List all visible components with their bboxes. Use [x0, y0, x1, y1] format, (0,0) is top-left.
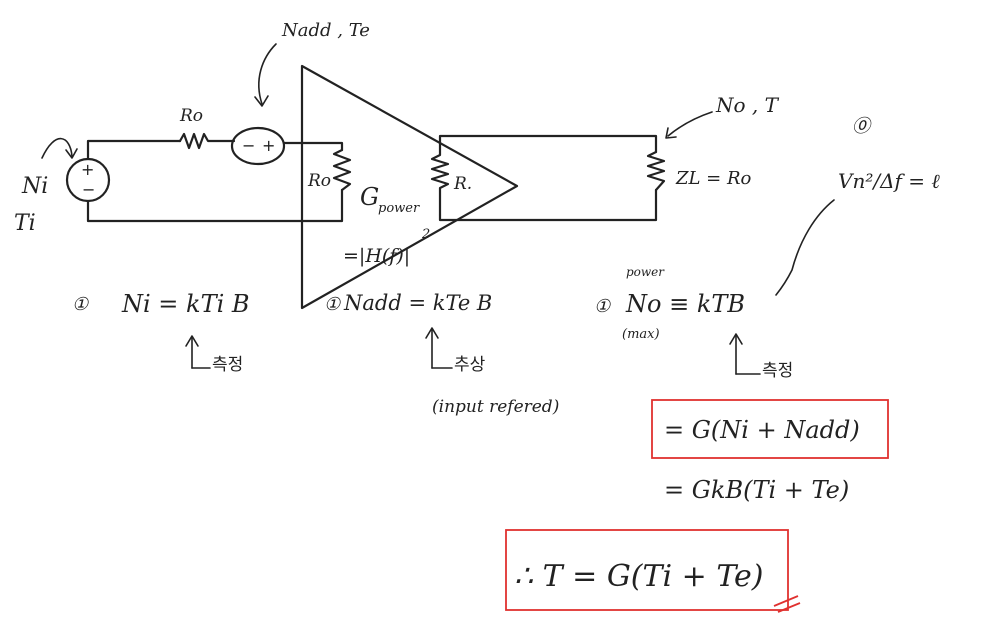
noise-source-label: Nadd , Te	[281, 20, 370, 41]
series-resistor-label: Ro	[179, 106, 203, 126]
amp-input-resistor-label: Ro	[307, 171, 331, 191]
boxed-equation-1-frame	[651, 399, 889, 459]
eq-output-max-note: (max)	[622, 327, 660, 342]
source-minus: −	[82, 180, 95, 199]
output-wire-top	[438, 134, 658, 154]
side-note-marker: ⓪	[852, 116, 873, 137]
wire-to-input-r	[282, 141, 344, 152]
amp-input-resistor	[332, 148, 352, 192]
amp-output-resistor-label: R.	[453, 174, 472, 194]
final-equation-frame	[505, 529, 789, 611]
source-pointer-arrow	[41, 137, 73, 159]
eq-input-marker: ①	[72, 294, 89, 315]
amp-gain-subscript: power	[378, 201, 420, 216]
eq-output-marker: ①	[594, 296, 611, 317]
noise-source: − +	[230, 126, 286, 166]
abstract-label: 추상	[454, 355, 486, 375]
load-label: ZL = Ro	[675, 168, 752, 189]
output-noise-label: No , T	[715, 93, 780, 117]
final-equation-underline	[773, 595, 801, 613]
eq-output-text: No ≡ kTB	[625, 290, 745, 318]
amp-gain-exponent: 2	[421, 227, 430, 242]
amp-output-resistor	[430, 138, 450, 217]
side-note-connector	[775, 199, 835, 296]
noise-source-minus: −	[242, 136, 255, 155]
boxed-equation-1: = G(Ni + Nadd)	[664, 416, 860, 444]
noise-pointer-arrow	[258, 43, 277, 105]
eq-input-text: Ni = kTi B	[121, 290, 250, 318]
amp-gain-expression: =|H(f)|	[343, 245, 410, 267]
amp-gain-label: G	[360, 183, 379, 211]
side-note-equation: Vn²/Δf = ℓ	[838, 169, 940, 193]
amplifier-triangle	[300, 64, 519, 310]
measure-label-2: 측정	[762, 361, 793, 381]
input-wire-bottom	[86, 188, 344, 223]
load-resistor	[646, 150, 666, 192]
measure-label-1: 측정	[212, 355, 243, 375]
eq-nadd-marker: ①	[324, 294, 341, 315]
output-wire-bottom	[438, 188, 658, 222]
eq-nadd-text: Nadd = kTe B	[343, 291, 492, 315]
equation-line-2: = GkB(Ti + Te)	[664, 476, 849, 504]
input-wire-top	[86, 139, 182, 161]
source-plus: +	[81, 160, 94, 179]
eq-output-power-note: power	[626, 265, 665, 279]
final-equation: ∴ T = G(Ti + Te)	[514, 559, 763, 594]
output-pointer-arrow	[667, 111, 713, 137]
noise-source-plus: +	[262, 136, 275, 155]
source-noise-label: Ni	[21, 174, 48, 199]
input-source: + −	[41, 137, 111, 203]
source-temp-label: Ti	[14, 211, 36, 236]
input-referred-label: (input refered)	[432, 397, 559, 417]
series-resistor-ro	[178, 132, 236, 150]
